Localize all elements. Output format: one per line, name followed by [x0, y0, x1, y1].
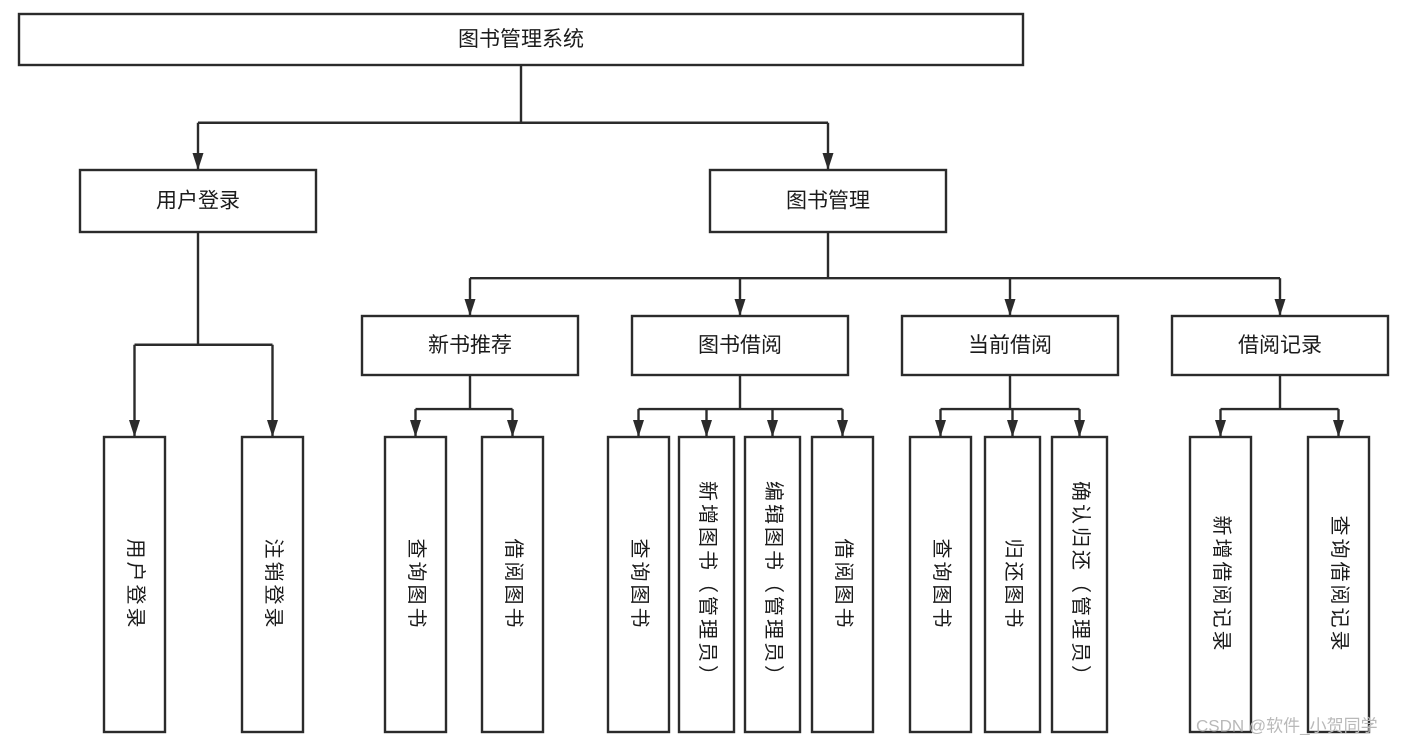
arrow-head-icon: [767, 420, 778, 437]
node-label: 确认归还（管理员）: [1069, 481, 1092, 688]
arrow-head-icon: [837, 420, 848, 437]
node-book-management[interactable]: 图书管理: [708, 168, 948, 234]
node-label: 查询图书: [628, 539, 651, 631]
node-leaf-borrow-book-2[interactable]: 借阅图书: [810, 435, 875, 734]
node-box: [630, 314, 850, 377]
node-box: [708, 168, 948, 234]
node-box: [1188, 435, 1253, 734]
node-label: 借阅记录: [1238, 334, 1322, 357]
node-box: [743, 435, 802, 734]
node-box: [1306, 435, 1371, 734]
node-leaf-query-book-1[interactable]: 查询图书: [383, 435, 448, 734]
node-leaf-confirm-return[interactable]: 确认归还（管理员）: [1050, 435, 1109, 734]
node-box: [810, 435, 875, 734]
arrow-head-icon: [633, 420, 644, 437]
node-book-borrow[interactable]: 图书借阅: [630, 314, 850, 377]
node-label: 当前借阅: [968, 334, 1052, 357]
node-label: 用户登录: [124, 539, 147, 631]
node-label: 图书管理系统: [458, 28, 584, 51]
arrow-head-icon: [734, 299, 746, 316]
node-label: 借阅图书: [832, 539, 855, 631]
node-box: [1050, 435, 1109, 734]
arrow-head-icon: [192, 153, 204, 170]
node-leaf-borrow-book-1[interactable]: 借阅图书: [480, 435, 545, 734]
node-leaf-add-book[interactable]: 新增图书（管理员）: [677, 435, 736, 734]
node-label: 查询图书: [405, 539, 428, 631]
node-leaf-user-login[interactable]: 用户登录: [102, 435, 167, 734]
arrow-head-icon: [1074, 420, 1085, 437]
arrow-head-icon: [507, 420, 518, 437]
arrow-head-icon: [1215, 420, 1226, 437]
arrow-head-icon: [1007, 420, 1018, 437]
arrow-head-icon: [1004, 299, 1016, 316]
node-label: 新增借阅记录: [1210, 516, 1233, 654]
node-box: [78, 168, 318, 234]
node-box: [908, 435, 973, 734]
node-leaf-query-book-2[interactable]: 查询图书: [606, 435, 671, 734]
node-label: 用户登录: [156, 190, 240, 213]
node-leaf-edit-book[interactable]: 编辑图书（管理员）: [743, 435, 802, 734]
node-leaf-query-book-3[interactable]: 查询图书: [908, 435, 973, 734]
node-box: [677, 435, 736, 734]
node-leaf-add-record[interactable]: 新增借阅记录: [1188, 435, 1253, 734]
node-label: 归还图书: [1002, 539, 1025, 631]
arrow-head-icon: [822, 153, 834, 170]
node-leaf-query-record[interactable]: 查询借阅记录: [1306, 435, 1371, 734]
node-label: 注销登录: [262, 539, 285, 631]
node-label: 新增图书（管理员）: [696, 481, 719, 688]
node-box: [480, 435, 545, 734]
node-box: [1170, 314, 1390, 377]
node-leaf-logout-login[interactable]: 注销登录: [240, 435, 305, 734]
node-box: [983, 435, 1042, 734]
node-boxes: 图书管理系统用户登录图书管理新书推荐图书借阅当前借阅借阅记录用户登录注销登录查询…: [17, 12, 1390, 734]
node-root[interactable]: 图书管理系统: [17, 12, 1025, 67]
node-box: [900, 314, 1120, 377]
node-borrow-record[interactable]: 借阅记录: [1170, 314, 1390, 377]
arrow-head-icon: [129, 420, 140, 437]
connection-lines: [129, 65, 1344, 437]
arrow-head-icon: [1333, 420, 1344, 437]
node-new-book-recommend[interactable]: 新书推荐: [360, 314, 580, 377]
node-box: [17, 12, 1025, 67]
node-label: 查询借阅记录: [1328, 516, 1351, 654]
node-label: 编辑图书（管理员）: [762, 481, 785, 688]
node-box: [102, 435, 167, 734]
node-label: 图书借阅: [698, 334, 782, 357]
node-box: [383, 435, 448, 734]
node-box: [240, 435, 305, 734]
arrow-head-icon: [935, 420, 946, 437]
arrow-head-icon: [701, 420, 712, 437]
arrow-head-icon: [1274, 299, 1286, 316]
node-current-borrow[interactable]: 当前借阅: [900, 314, 1120, 377]
arrow-head-icon: [464, 299, 476, 316]
node-box: [360, 314, 580, 377]
node-label: 借阅图书: [502, 539, 525, 631]
node-leaf-return-book[interactable]: 归还图书: [983, 435, 1042, 734]
node-label: 查询图书: [930, 539, 953, 631]
arrow-head-icon: [410, 420, 421, 437]
csdn-watermark: CSDN @软件_小贺同学: [1196, 716, 1378, 735]
node-box: [606, 435, 671, 734]
arrow-head-icon: [267, 420, 278, 437]
node-label: 新书推荐: [428, 334, 512, 357]
node-label: 图书管理: [786, 190, 870, 213]
node-user-login[interactable]: 用户登录: [78, 168, 318, 234]
